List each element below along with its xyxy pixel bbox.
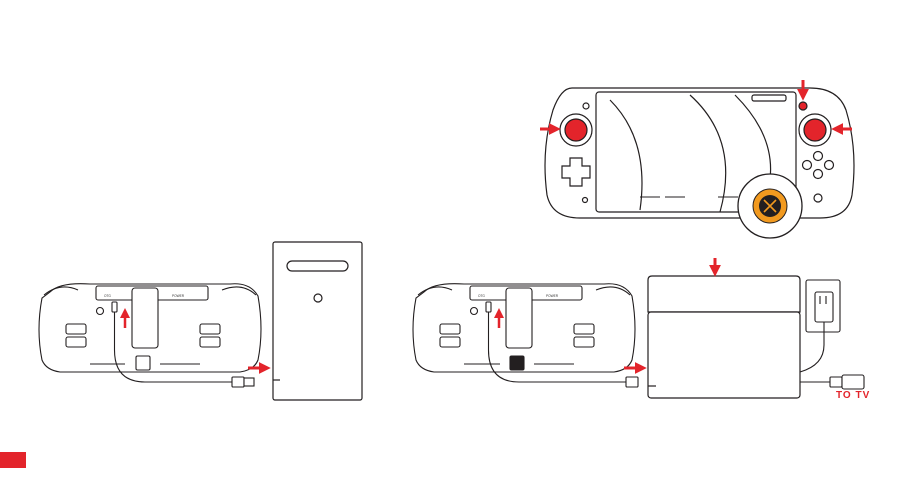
tv-dock <box>648 276 800 398</box>
to-tv-label: TO TV <box>836 390 870 401</box>
controller-back-left <box>39 284 261 372</box>
usb-plug-icon <box>232 377 244 387</box>
right-power-label: POWER <box>546 294 559 298</box>
left-joystick-icon <box>565 119 587 141</box>
right-joystick-icon <box>804 119 826 141</box>
home-button-icon <box>799 102 807 110</box>
left-otg-label: OTG <box>104 294 111 298</box>
power-bank-left <box>273 242 362 400</box>
page-marker <box>0 452 26 468</box>
dock-stand <box>132 288 158 348</box>
power-plug-icon <box>800 280 840 372</box>
controller-front-view <box>545 88 854 218</box>
hdmi-plug-icon <box>800 375 864 389</box>
controller-back-right <box>413 284 635 372</box>
left-power-label: POWER <box>172 294 185 298</box>
brand-logo-icon <box>738 174 802 238</box>
right-otg-label: OTG <box>478 294 485 298</box>
